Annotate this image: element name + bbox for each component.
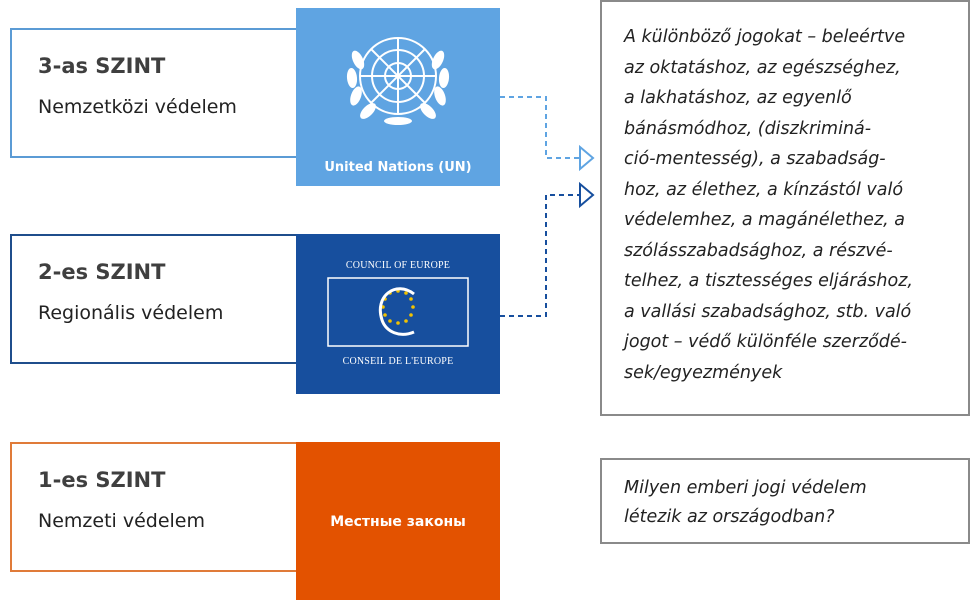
coe-arrowhead [579,181,595,209]
level-3-subtitle: Nemzetközi védelem [38,96,237,118]
local-laws-panel: Местные законы [296,442,500,600]
level-3-box: 3-as SZINT Nemzetközi védelem [10,28,298,158]
rights-description-box: A különböző jogokat – beleértve az oktat… [600,0,970,416]
level-1-box: 1-es SZINT Nemzeti védelem [10,442,298,572]
coe-connector-line [500,194,582,317]
local-laws-caption: Местные законы [330,514,466,530]
level-2-title: 2-es SZINT [38,260,166,284]
council-of-europe-icon [327,277,469,347]
coe-caption-top: COUNCIL OF EUROPE [345,260,451,271]
coe-caption-bottom: CONSEIL DE L'EUROPE [342,356,454,367]
un-connector-line [500,96,582,159]
un-emblem-icon [346,37,450,125]
un-caption: United Nations (UN) [324,160,472,175]
question-text: Milyen emberi jogi védelem létezik az or… [624,478,867,527]
level-1-subtitle: Nemzeti védelem [38,510,206,532]
un-logo-panel: United Nations (UN) [296,8,500,186]
coe-logo-panel: COUNCIL OF EUROPE CONSEIL DE L'EUROPE [296,234,500,394]
level-2-subtitle: Regionális védelem [38,302,224,324]
level-1-title: 1-es SZINT [38,468,166,492]
question-box: Milyen emberi jogi védelem létezik az or… [600,458,970,544]
level-3-title: 3-as SZINT [38,54,166,78]
rights-description-text: A különböző jogokat – beleértve az oktat… [624,27,913,383]
un-arrowhead [579,144,595,172]
